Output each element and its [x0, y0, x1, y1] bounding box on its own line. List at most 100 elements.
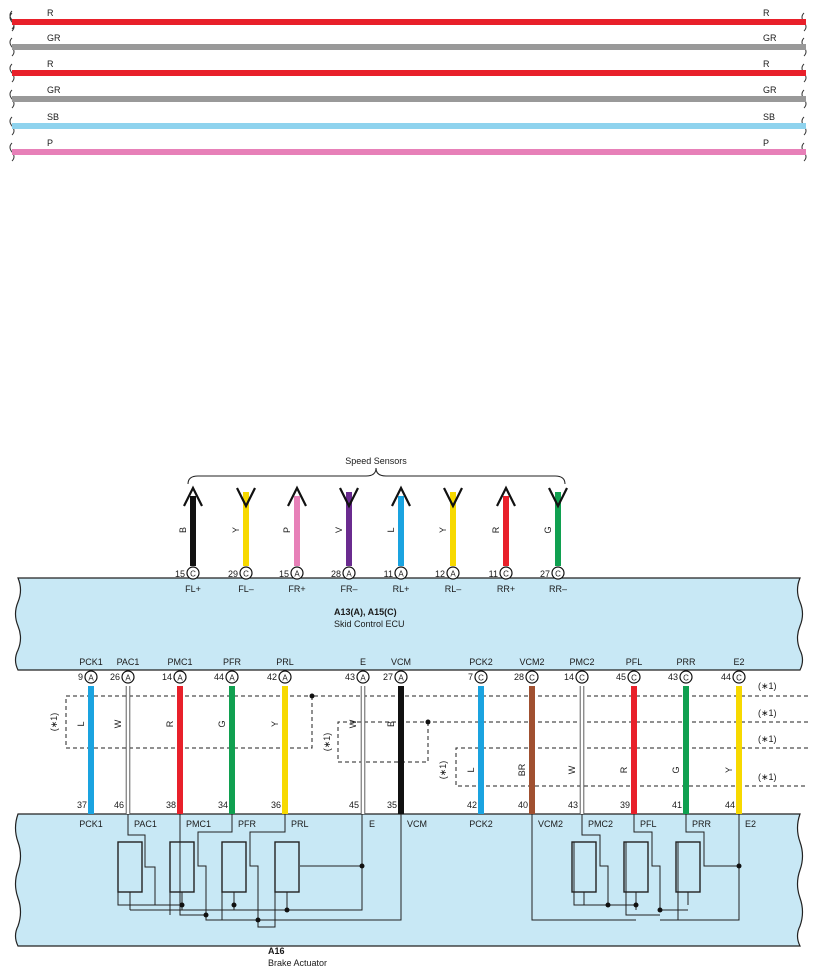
shield-group: (∗1)(∗1)(∗1)(∗1)(∗1)(∗1)(∗1) [49, 681, 808, 787]
top-wire-label-left: GR [47, 85, 61, 95]
connector-circle [225, 670, 239, 684]
connector-circle [356, 670, 370, 684]
sensor-wire-color-label: R [491, 526, 501, 533]
ecu-terminal-label: PFR [223, 657, 242, 667]
connector-letter: A [398, 570, 404, 579]
ecu-terminal-label: PMC1 [167, 657, 192, 667]
ecu-pin-number: 44 [721, 672, 731, 682]
sensor-terminal-label: RR+ [497, 584, 515, 594]
junction-dot [179, 902, 185, 908]
actuator-terminal-label: PFR [238, 819, 257, 829]
actuator-terminal-label: E [369, 819, 375, 829]
sensor-wire-color-label: P [282, 527, 292, 533]
shield-note: (∗1) [758, 734, 777, 744]
arrow-down-icon [339, 487, 359, 509]
connector-circle [627, 670, 641, 684]
connector-letter: C [631, 674, 637, 683]
connector-letter: A [360, 674, 366, 683]
speed-sensors-title: Speed Sensors [345, 456, 407, 466]
sensor-wire-color-label: B [178, 527, 188, 533]
sensor-wire-color-label: G [543, 526, 553, 533]
actuator-pin-number: 41 [672, 800, 682, 810]
sensor-pin-number: 28 [331, 569, 341, 579]
shield-2 [337, 721, 429, 763]
actuator-terminal-label: PRR [692, 819, 712, 829]
junction-dot [284, 907, 290, 913]
sensor-pin-number: 12 [435, 569, 445, 579]
actuator-circuit-left [117, 814, 402, 928]
connector-circle [575, 670, 589, 684]
arrow-up-icon [391, 485, 411, 507]
connector-circle [525, 670, 539, 684]
shield-ground-dot [425, 719, 431, 725]
left-break-marks [9, 10, 15, 162]
connector-letter: A [88, 674, 94, 683]
ecu-terminal-label: VCM2 [519, 657, 544, 667]
shield-note: (∗1) [758, 681, 777, 691]
actuator-terminal-label: VCM2 [538, 819, 563, 829]
ecu-terminal-label: PMC2 [569, 657, 594, 667]
top-wire-label-left: R [47, 59, 54, 69]
ecu-pin-number: 27 [383, 672, 393, 682]
ecu-terminal-label: PRL [276, 657, 294, 667]
ecu-terminal-label: VCM [391, 657, 411, 667]
skid-control-ecu-panel [14, 577, 804, 671]
sensor-pin-number: 29 [228, 569, 238, 579]
connector-letter: C [736, 674, 742, 683]
actuator-pin-number: 46 [114, 800, 124, 810]
connector-letter: A [282, 674, 288, 683]
top-wire-label-right: SB [763, 112, 775, 122]
shield-ground-dot [309, 693, 315, 699]
actuator-terminal-label: PCK1 [79, 819, 103, 829]
connector-letter: C [683, 674, 689, 683]
sensor-terminal-label: RL+ [393, 584, 410, 594]
sensor-wire-color-label: Y [438, 527, 448, 533]
actuator-pin-number: 43 [568, 800, 578, 810]
actuator-terminal-label: PFL [640, 819, 657, 829]
ecu-pin-number: 28 [514, 672, 524, 682]
connector-letter: A [346, 570, 352, 579]
connector-letter: A [125, 674, 131, 683]
arrow-up-icon [183, 485, 203, 507]
connector-circle [394, 566, 408, 580]
sensor-pin-number: 11 [489, 569, 498, 579]
ecu-title: A13(A), A15(C) [334, 607, 397, 617]
junction-dot [255, 917, 261, 923]
connector-letter: A [229, 674, 235, 683]
actuator-terminal-label: PRL [291, 819, 309, 829]
wire-color-label: W [348, 719, 358, 728]
top-wire-label-right: R [763, 8, 770, 18]
ecu-terminal-label: PCK2 [469, 657, 493, 667]
connector-letter: A [450, 570, 456, 579]
wire-color-label: BR [517, 763, 527, 776]
wire-color-label: G [671, 766, 681, 773]
wire-color-label: L [466, 767, 476, 772]
actuator-pin-number: 36 [271, 800, 281, 810]
top-wire-label-right: GR [763, 33, 777, 43]
connector-circle [551, 566, 565, 580]
actuator-terminal-label: E2 [745, 819, 756, 829]
wire-color-label: W [567, 765, 577, 774]
ecu-pin-number: 43 [345, 672, 355, 682]
connector-circle [342, 566, 356, 580]
top-wire-label-left: SB [47, 112, 59, 122]
connector-letter: C [243, 570, 249, 579]
ecu-pin-number: 45 [616, 672, 626, 682]
ecu-pin-number: 44 [214, 672, 224, 682]
top-wire-label-right: GR [763, 85, 777, 95]
actuator-pin-number: 45 [349, 800, 359, 810]
sensor-terminal-label: FL+ [185, 584, 201, 594]
ecu-subtitle: Skid Control ECU [334, 619, 405, 629]
junction-dot [231, 902, 237, 908]
wire-color-label: W [113, 719, 123, 728]
connector-circle [474, 670, 488, 684]
actuator-pin-number: 37 [77, 800, 87, 810]
actuator-pin-number: 42 [467, 800, 477, 810]
connector-letter: A [294, 570, 300, 579]
actuator-terminal-label: VCM [407, 819, 427, 829]
wire-color-label: Y [724, 767, 734, 773]
connector-circle [290, 566, 304, 580]
text-labels: Speed Sensors A13(A), A15(C) Skid Contro… [268, 456, 407, 968]
